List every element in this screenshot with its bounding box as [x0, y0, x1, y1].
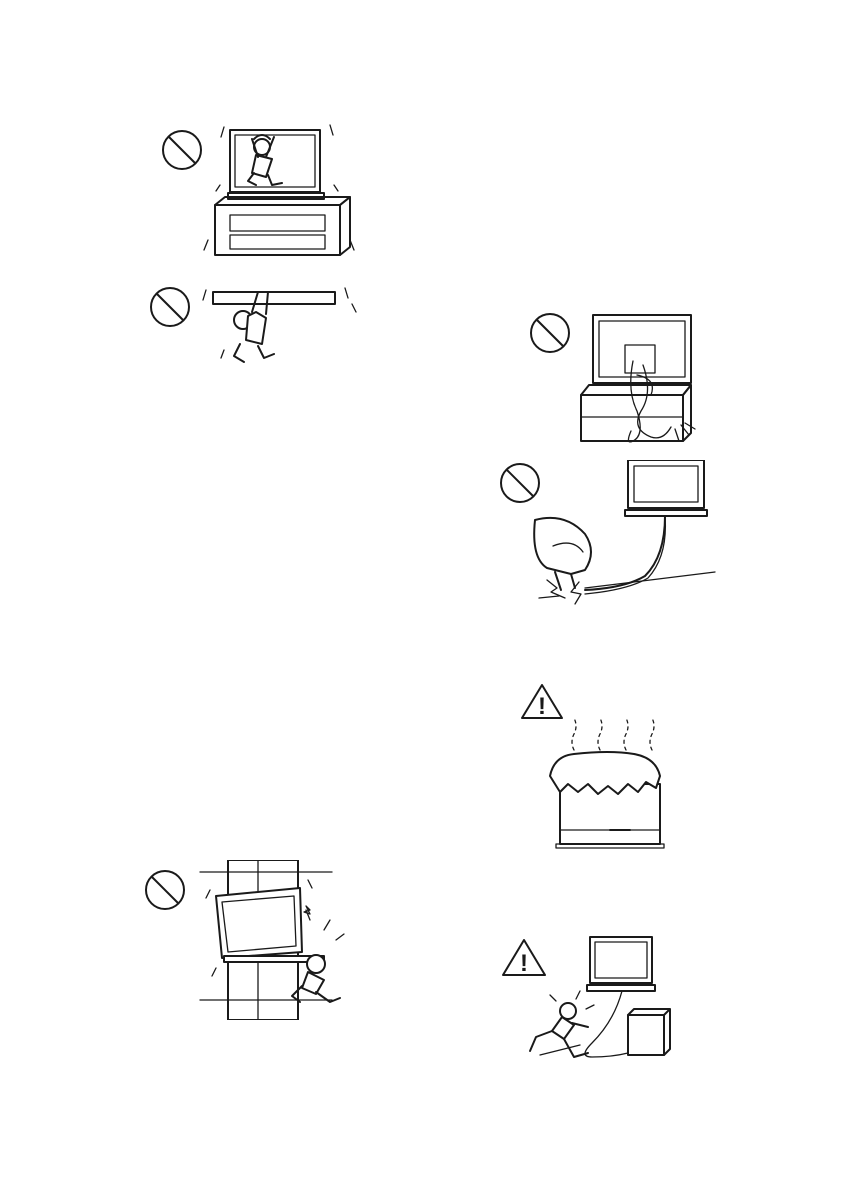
speaker-box	[628, 1009, 670, 1055]
sound-bar	[213, 292, 335, 304]
person-tripping-cable-illustration: !	[500, 935, 675, 1075]
prohibition-icon	[146, 871, 184, 909]
sofa	[534, 518, 591, 590]
tv-wall-falling-illustration	[140, 860, 365, 1020]
heat-lines	[572, 718, 654, 750]
tv-stand	[215, 197, 350, 255]
floor-and-crack	[539, 572, 715, 604]
cables-tangled-stand-illustration	[515, 305, 705, 455]
svg-text:!: !	[538, 693, 546, 720]
tv-screen	[228, 130, 324, 199]
tv-back	[593, 315, 691, 383]
prohibition-icon	[531, 314, 569, 352]
tilting-tv	[216, 888, 324, 962]
covered-subwoofer-illustration: !	[520, 680, 680, 855]
warning-icon: !	[522, 685, 562, 720]
child-climbing-tv-illustration	[150, 115, 360, 265]
power-cable	[585, 516, 665, 594]
prohibition-icon	[151, 288, 189, 326]
child-figure	[248, 135, 282, 185]
tv-on-wall	[587, 937, 655, 991]
tv-stand	[581, 385, 691, 441]
svg-text:!: !	[520, 950, 528, 977]
child-hanging-bar-illustration	[140, 282, 365, 372]
cable-under-furniture-illustration	[495, 460, 720, 610]
tv-on-wall	[625, 460, 707, 516]
prohibition-icon	[501, 464, 539, 502]
warning-icon: !	[503, 940, 545, 977]
subwoofer-box	[556, 784, 664, 848]
prohibition-icon	[163, 131, 201, 169]
cloth-cover	[550, 752, 660, 794]
tripping-person	[530, 991, 594, 1057]
cable	[585, 991, 628, 1057]
